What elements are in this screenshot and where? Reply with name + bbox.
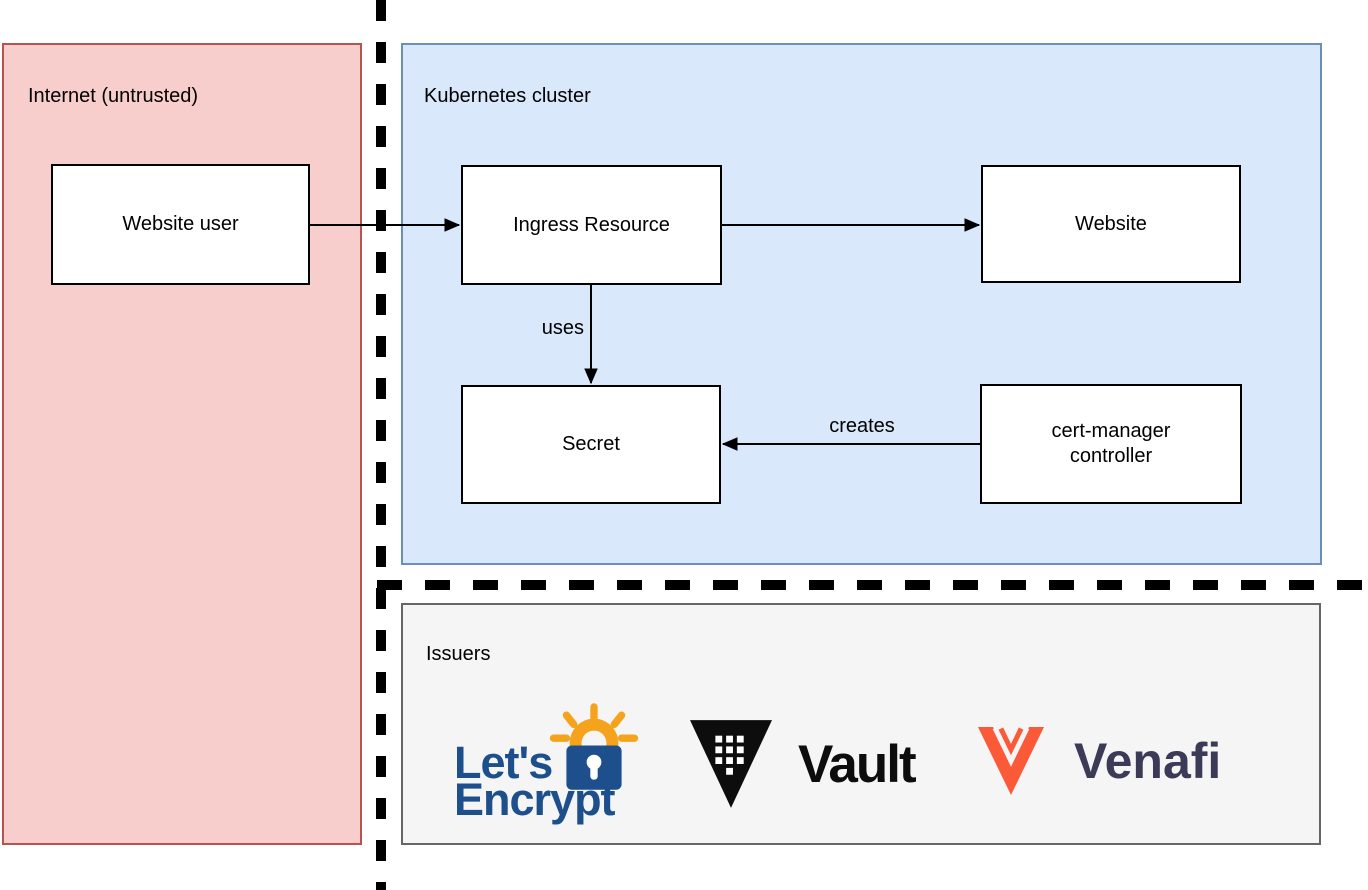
website-label: Website: [1075, 212, 1147, 235]
internet-region-label: Internet (untrusted): [28, 85, 199, 107]
issuers-region: [401, 603, 1321, 845]
cert-manager-controller-label: cert-manager controller: [1051, 420, 1171, 467]
venafi-wordmark: Venafi: [1074, 733, 1222, 789]
vault-wordmark: Vault: [798, 734, 917, 794]
ingress-resource-node: Ingress Resource: [461, 165, 722, 285]
venafi-logo: Venafi: [978, 727, 1221, 795]
cluster-region-label: Kubernetes cluster: [424, 85, 591, 107]
edge-label-uses: uses: [541, 317, 584, 339]
edge-label-creates: creates: [829, 415, 895, 437]
lets-encrypt-logo: Let's Encrypt: [452, 700, 657, 832]
vault-triangle-icon: [690, 720, 772, 808]
cert-manager-controller-node: cert-manager controller: [980, 384, 1242, 504]
lets-encrypt-wordmark-line1: Let's: [454, 737, 553, 788]
secret-label: Secret: [562, 433, 620, 455]
vault-logo: Vault: [690, 720, 917, 808]
website-user-label: Website user: [122, 213, 239, 235]
issuers-region-label: Issuers: [426, 643, 491, 665]
lets-encrypt-lock-sun-icon: [549, 703, 639, 790]
website-user-node: Website user: [51, 164, 310, 285]
ingress-resource-label: Ingress Resource: [513, 213, 670, 236]
venafi-v-icon: [978, 727, 1044, 795]
website-node: Website: [981, 165, 1241, 283]
secret-node: Secret: [461, 385, 721, 504]
